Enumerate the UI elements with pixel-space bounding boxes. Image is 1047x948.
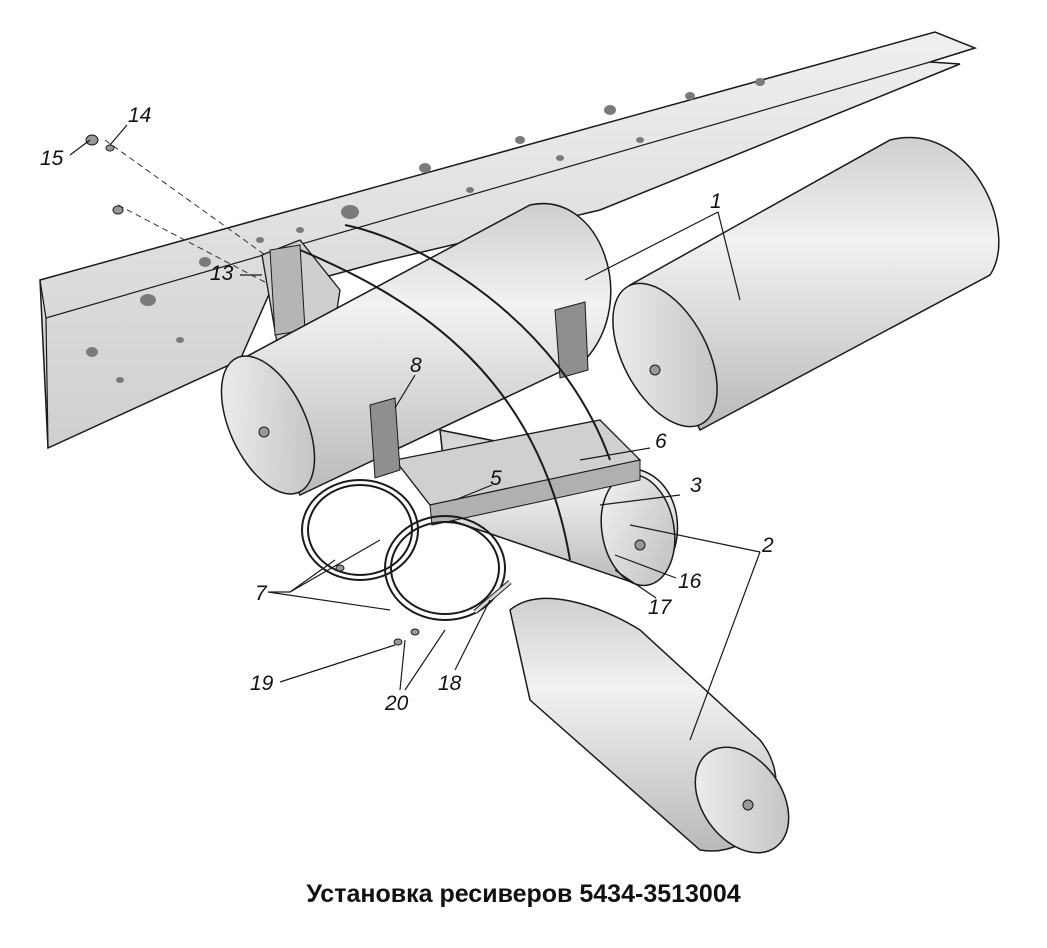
- bolt: [473, 580, 512, 614]
- receiver-upper-left: [220, 202, 612, 497]
- callout-6: 6: [655, 430, 667, 453]
- callout-17: 17: [648, 596, 673, 619]
- callout-19: 19: [250, 672, 274, 695]
- callout-8: 8: [410, 354, 422, 377]
- callout-5: 5: [490, 467, 502, 490]
- callout-20: 20: [384, 692, 409, 715]
- callout-18: 18: [438, 672, 462, 695]
- air-pipe: [299, 224, 611, 561]
- receiver-upper-right: [612, 137, 1000, 432]
- callout-13: 13: [210, 262, 234, 285]
- callout-labels: 1 2 3 5 6 7 8 13 14 15 16 17 18 19 20: [40, 104, 774, 715]
- callout-2: 2: [761, 534, 774, 557]
- callout-3: 3: [690, 474, 702, 497]
- callout-14: 14: [128, 104, 151, 127]
- frame-rail: [39, 31, 978, 450]
- leader-lines: [69, 124, 761, 741]
- callout-1: 1: [710, 190, 722, 213]
- callout-15: 15: [40, 147, 64, 170]
- receiver-lower: [509, 597, 790, 854]
- nut-washer: [85, 134, 420, 646]
- cross-member: [393, 419, 642, 526]
- strap-saddle: [369, 301, 589, 479]
- callout-7: 7: [255, 582, 268, 605]
- diagram-caption: Установка ресиверов 5434-3513004: [306, 880, 741, 908]
- strap-clamp: [301, 479, 506, 621]
- callout-16: 16: [678, 570, 702, 593]
